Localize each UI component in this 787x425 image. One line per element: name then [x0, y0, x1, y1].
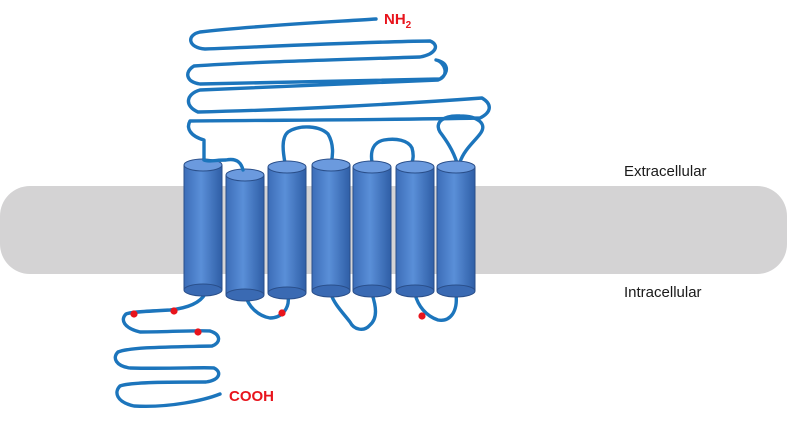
extracellular-loop-3: [369, 137, 415, 164]
n-terminus-subscript: 2: [406, 20, 412, 31]
site-marker: [278, 309, 286, 317]
helix-3: [267, 160, 307, 300]
extracellular-loop-2: [281, 125, 335, 165]
helix-5: [352, 160, 392, 298]
helix-2: [225, 168, 265, 302]
modification-sites: [130, 307, 426, 336]
n-terminus-label: NH2: [384, 11, 412, 31]
site-marker: [170, 307, 178, 315]
transmembrane-helices: [183, 158, 476, 302]
helix-7: [436, 160, 476, 298]
intracellular-loop-3: [413, 292, 458, 322]
helix-4: [311, 158, 351, 298]
c-terminus-label: COOH: [229, 388, 274, 405]
site-marker: [194, 328, 202, 336]
extracellular-label: Extracellular: [624, 163, 707, 180]
site-marker: [418, 312, 426, 320]
n-terminal-chain: [186, 17, 491, 162]
intracellular-loop-2: [329, 292, 378, 331]
helix-6: [395, 160, 435, 298]
helix-1: [183, 158, 223, 297]
intracellular-loop-1: [244, 294, 290, 320]
extracellular-loop-4: [436, 114, 485, 165]
c-terminal-chain: [113, 292, 222, 409]
extracellular-loop-1: [202, 157, 245, 172]
cell-membrane: [0, 186, 787, 274]
intracellular-label: Intracellular: [624, 284, 702, 301]
site-marker: [130, 310, 138, 318]
